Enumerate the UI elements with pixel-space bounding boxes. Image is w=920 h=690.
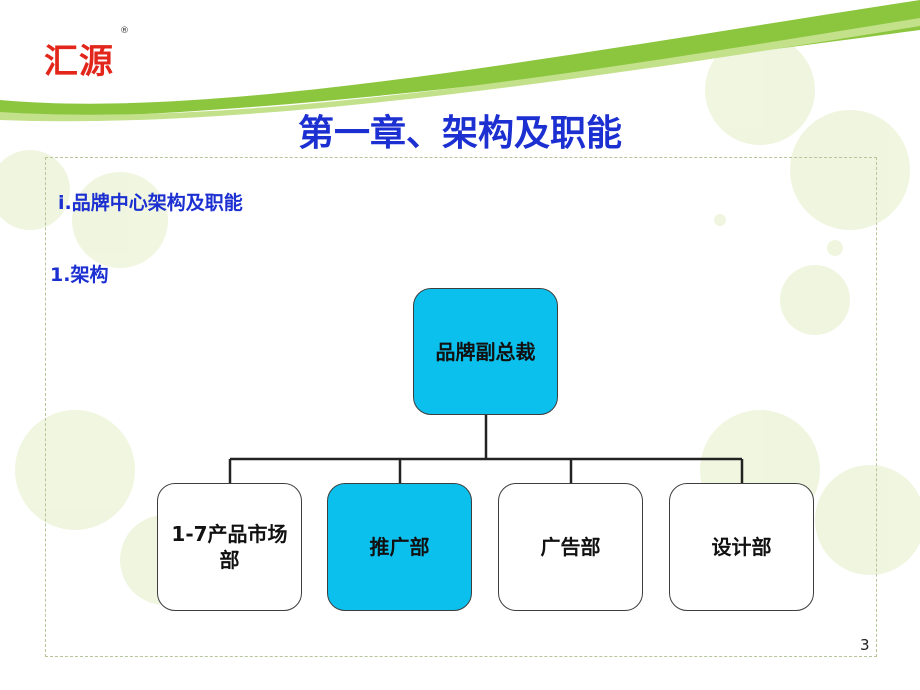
org-node-brand-vp: 品牌副总裁 xyxy=(413,288,558,415)
page-number: 3 xyxy=(860,636,870,654)
registered-mark: ® xyxy=(120,26,129,36)
org-node-product-marketing: 1-7产品市场部 xyxy=(157,483,302,611)
green-banner-swoosh xyxy=(0,0,920,118)
section-label: 1.架构 xyxy=(50,264,109,286)
slide-title: 第一章、架构及职能 xyxy=(297,113,622,154)
org-node-design: 设计部 xyxy=(669,483,814,611)
org-node-advertising: 广告部 xyxy=(498,483,643,611)
brand-logo-text: 汇源 xyxy=(44,42,114,82)
content-frame xyxy=(45,157,877,657)
subheading: ⅰ.品牌中心架构及职能 xyxy=(58,192,243,214)
org-node-promotion: 推广部 xyxy=(327,483,472,611)
